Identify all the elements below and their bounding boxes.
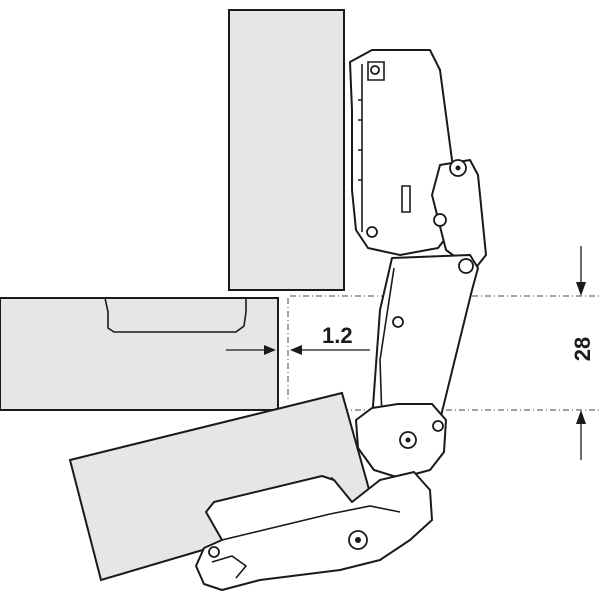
hinge-cup-housing	[195, 471, 433, 591]
hinge-cup-screw-left	[208, 546, 220, 558]
hinge-plate-screw-1	[370, 65, 380, 75]
hinge-pivot-knuckle-small	[432, 420, 444, 432]
hinge-pivot-arm-top	[458, 258, 474, 274]
door-cup-recess	[104, 297, 247, 333]
hinge-pivot-arm-mid	[392, 316, 404, 328]
hinge-pivot-knuckle-dot	[405, 437, 411, 443]
door-panel-closed	[0, 297, 279, 411]
offset-arrow-bottom	[576, 410, 586, 424]
offset-dimension-label: 28	[570, 337, 595, 361]
hinge-arm-inner-edge	[379, 267, 395, 421]
gap-arrow-right	[290, 345, 302, 355]
hinge-plate-detail	[401, 185, 411, 213]
offset-arrow-top	[576, 282, 586, 296]
hinge-cup-detail	[211, 505, 401, 579]
gap-arrow-left	[264, 345, 276, 355]
hinge-plate-slot	[367, 61, 385, 81]
cabinet-side-panel	[228, 9, 345, 291]
hinge-pivot-upper-dot	[455, 165, 461, 171]
hinge-pivot-mid	[433, 213, 447, 227]
hinge-pivot-left	[366, 226, 378, 238]
hinge-cup-screw-dot	[355, 537, 361, 543]
gap-dimension-label: 1.2	[322, 323, 353, 348]
hinge-plate-inner	[358, 64, 363, 232]
hinge-upper-link	[431, 159, 487, 271]
